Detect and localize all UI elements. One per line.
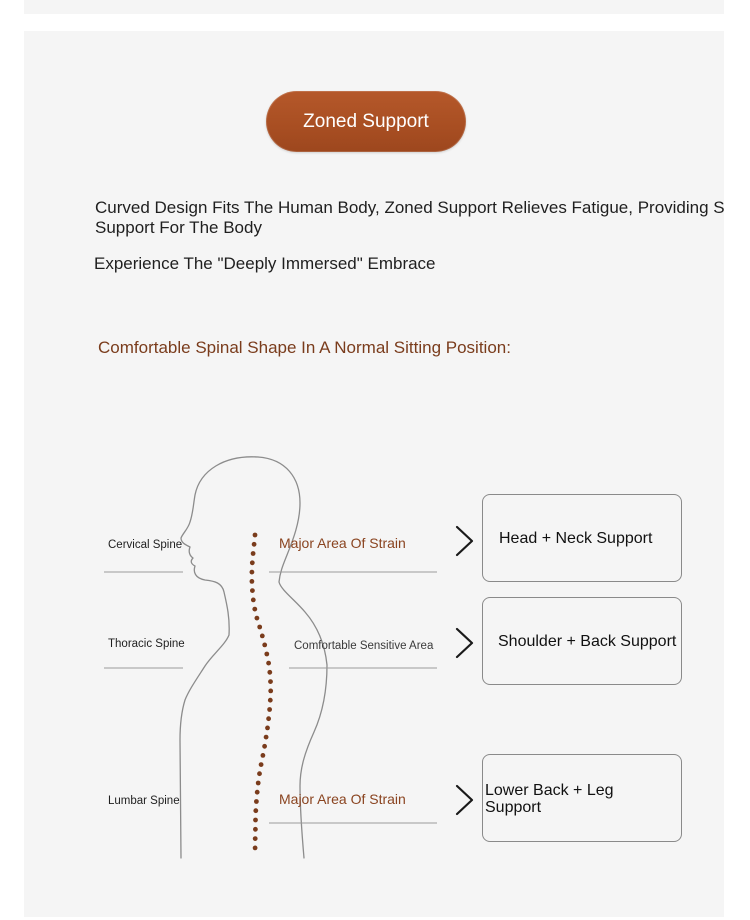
head-neck-support-box: Head + Neck Support <box>482 494 682 582</box>
shoulder-back-support-label: Shoulder + Back Support <box>498 633 677 650</box>
spine-dot <box>253 826 258 832</box>
headline: Curved Design Fits The Human Body, Zoned… <box>95 198 750 238</box>
divider-lines <box>104 571 437 824</box>
spine-dot <box>264 651 270 657</box>
spine-dot <box>254 799 259 804</box>
headline-line-1: Curved Design Fits The Human Body, Zoned… <box>95 198 725 217</box>
shoulder-back-support-box: Shoulder + Back Support <box>482 597 682 685</box>
cervical-spine-label: Cervical Spine <box>108 539 182 551</box>
spine-dot <box>249 560 255 566</box>
spine-dot <box>252 845 258 851</box>
chevron-right-icon <box>455 525 474 557</box>
spine-dot <box>250 597 256 603</box>
headline-line-2: Support For The Body <box>95 218 262 237</box>
lumbar-spine-label: Lumbar Spine <box>108 795 180 807</box>
section-title: Comfortable Spinal Shape In A Normal Sit… <box>98 338 511 357</box>
thoracic-spine-label: Thoracic Spine <box>108 638 185 650</box>
spine-dot <box>250 588 255 593</box>
subheadline: Experience The "Deeply Immersed" Embrace <box>94 254 436 273</box>
spine-dot <box>252 836 258 841</box>
spine-dot <box>252 532 258 538</box>
spine-dot <box>268 688 274 694</box>
top-banner-strip <box>24 0 724 14</box>
zoned-support-badge: Zoned Support <box>266 91 466 152</box>
spine-dots <box>249 532 274 851</box>
spine-dot <box>249 569 255 575</box>
head-neck-support-label: Head + Neck Support <box>499 530 653 547</box>
spine-dot <box>257 771 262 777</box>
spine-dot <box>259 633 265 639</box>
upper-strain-label: Major Area Of Strain <box>279 535 406 551</box>
spine-dot <box>257 624 263 630</box>
lower-back-leg-support-box: Lower Back + Leg Support <box>482 754 682 842</box>
spine-dot <box>254 615 260 621</box>
spine-dot <box>267 707 272 712</box>
spine-dot <box>260 753 266 758</box>
spine-dot <box>254 789 260 795</box>
spine-dot <box>253 808 259 814</box>
spine-dot <box>267 697 273 703</box>
spine-dot <box>265 725 270 731</box>
lower-back-leg-support-line-1: Lower Back + Leg <box>485 782 614 799</box>
spine-dot <box>252 606 258 612</box>
spine-dot <box>251 541 257 547</box>
spine-dot <box>267 669 273 675</box>
lower-back-leg-support-label: Lower Back + Leg Support <box>485 782 614 816</box>
spine-dot <box>258 762 264 767</box>
spine-dot <box>266 716 271 722</box>
spine-dot <box>262 743 267 749</box>
spine-dot <box>250 551 256 556</box>
spine-dot <box>268 679 273 684</box>
spine-dot <box>263 734 269 740</box>
spine-dot <box>262 642 268 648</box>
human-silhouette <box>179 456 328 859</box>
chevron-right-icon <box>455 784 474 816</box>
spine-dot <box>266 660 271 666</box>
spine-dot <box>249 579 255 584</box>
spine-dot <box>253 817 258 823</box>
lower-strain-label: Major Area Of Strain <box>279 791 406 807</box>
sensitive-area-label: Comfortable Sensitive Area <box>294 640 434 652</box>
chevron-right-icon <box>455 627 474 659</box>
spine-dot <box>255 780 261 786</box>
lower-back-leg-support-line-2: Support <box>485 799 542 816</box>
